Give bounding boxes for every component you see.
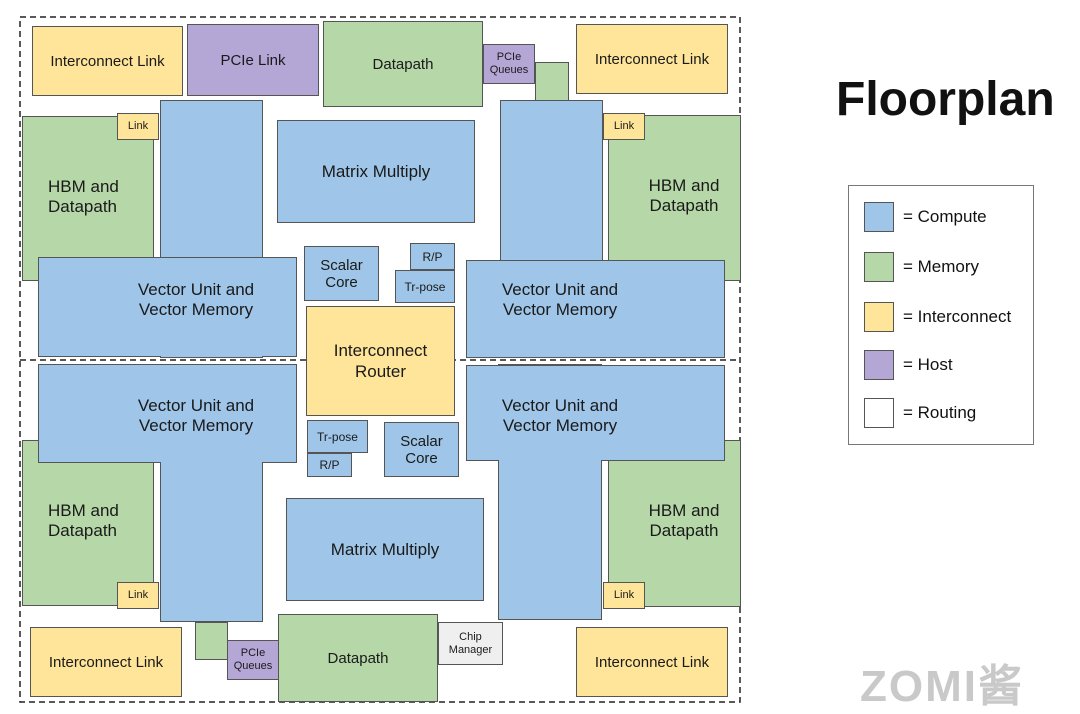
rp-bottom: R/P	[307, 453, 352, 477]
hbm-bottom-left-label: HBM and Datapath	[48, 501, 119, 541]
hbm-bottom-right-label: HBM and Datapath	[648, 501, 720, 541]
vector-unit-bottom-right-label: Vector Unit and Vector Memory	[501, 396, 619, 436]
hbm-top-right-label: HBM and Datapath	[648, 176, 720, 216]
pcie-queues-top: PCIe Queues	[483, 44, 535, 84]
vector-unit-bottom-left-label: Vector Unit and Vector Memory	[137, 396, 255, 436]
vector-unit-top-left-fill	[161, 258, 262, 357]
legend-label-1: = Memory	[903, 257, 980, 276]
matrix-multiply-top: Matrix Multiply	[277, 120, 475, 223]
vector-unit-bottom-left-fill	[161, 365, 262, 463]
hbm-top-left	[22, 116, 154, 281]
datapath-bottom: Datapath	[278, 614, 438, 702]
link-top-right: Link	[603, 113, 645, 140]
legend-swatch-1	[864, 252, 894, 282]
pcie-queues-bottom: PCIe Queues	[227, 640, 279, 680]
legend-swatch-3	[864, 350, 894, 380]
scalar-core-top: Scalar Core	[304, 246, 379, 301]
legend-label-2: = Interconnect	[903, 307, 1012, 326]
interconnect-router: Interconnect Router	[306, 306, 455, 416]
legend-swatch-4	[864, 398, 894, 428]
matrix-multiply-bottom: Matrix Multiply	[286, 498, 484, 601]
datapath-connector-bottom	[195, 622, 228, 660]
legend-swatch-2	[864, 302, 894, 332]
datapath-top: Datapath	[323, 21, 483, 107]
trpose-bottom: Tr-pose	[307, 420, 368, 453]
hbm-bottom-right	[608, 440, 741, 607]
legend: = Compute = Memory = Interconnect = Host = R…	[848, 185, 1034, 445]
hbm-top-right	[608, 115, 741, 281]
legend-label-3: = Host	[903, 355, 953, 374]
scalar-core-bottom: Scalar Core	[384, 422, 459, 477]
legend-swatch-0	[864, 202, 894, 232]
link-bottom-right: Link	[603, 582, 645, 609]
vector-unit-top-right-fill	[501, 261, 602, 357]
page-title: Floorplan	[836, 73, 1055, 126]
legend-label-0: = Compute	[903, 207, 987, 226]
rp-top: R/P	[410, 243, 455, 270]
link-bottom-left: Link	[117, 582, 159, 609]
link-top-left: Link	[117, 113, 159, 140]
trpose-top: Tr-pose	[395, 270, 455, 303]
interconnect-link-bottom-right: Interconnect Link	[576, 627, 728, 697]
vector-unit-bottom-right-fill	[499, 366, 601, 461]
watermark: ZOMI酱	[860, 662, 1024, 711]
datapath-connector-top	[535, 62, 569, 102]
vector-unit-top-left-label: Vector Unit and Vector Memory	[137, 280, 255, 320]
pcie-link: PCIe Link	[187, 24, 319, 96]
interconnect-link-top-right: Interconnect Link	[576, 24, 728, 94]
legend-label-4: = Routing	[903, 403, 977, 422]
chip-manager: Chip Manager	[438, 622, 503, 665]
hbm-top-left-label: HBM and Datapath	[48, 177, 119, 217]
interconnect-link-bottom-left: Interconnect Link	[30, 627, 182, 697]
vector-unit-top-right-label: Vector Unit and Vector Memory	[501, 280, 619, 320]
interconnect-link-top-left: Interconnect Link	[32, 26, 183, 96]
